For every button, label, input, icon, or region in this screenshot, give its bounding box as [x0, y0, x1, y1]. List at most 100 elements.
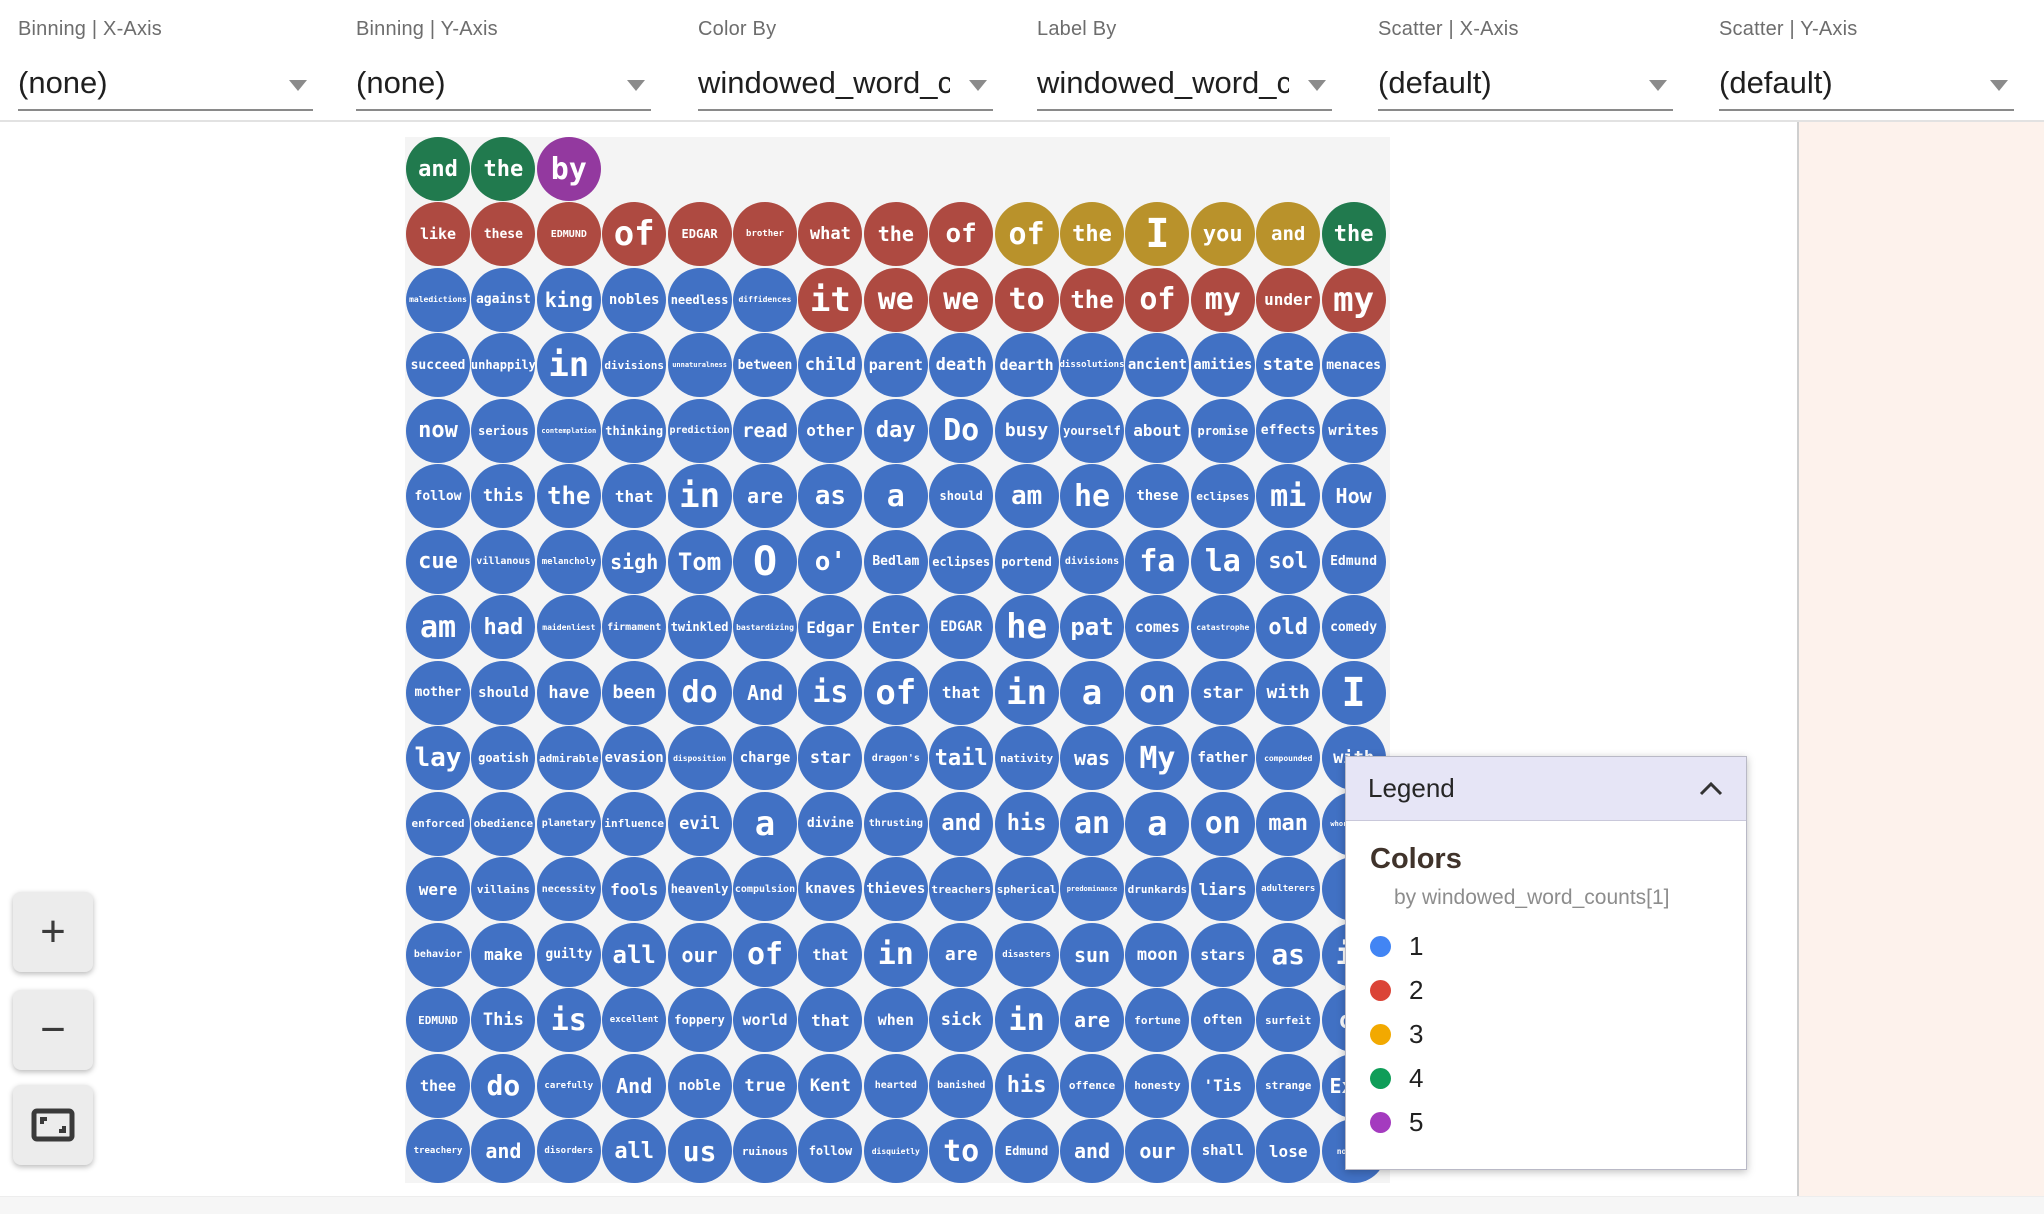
word-bubble[interactable]: and	[471, 1119, 536, 1184]
word-bubble[interactable]: this	[471, 464, 536, 529]
word-bubble[interactable]: other	[798, 398, 863, 463]
word-bubble[interactable]: excellent	[602, 988, 667, 1053]
word-bubble[interactable]: under	[1256, 267, 1321, 332]
word-bubble[interactable]: it	[798, 267, 863, 332]
word-bubble[interactable]: unnaturalness	[667, 333, 732, 398]
word-bubble[interactable]: world	[733, 988, 797, 1053]
word-bubble[interactable]: all	[602, 922, 667, 987]
word-bubble[interactable]: behavior	[406, 922, 470, 987]
word-bubble[interactable]: you	[1190, 202, 1255, 267]
fit-to-screen-button[interactable]	[13, 1085, 93, 1165]
word-bubble[interactable]: surfeit	[1256, 988, 1321, 1053]
word-bubble[interactable]: death	[929, 333, 994, 398]
word-bubble[interactable]: had	[471, 595, 536, 660]
word-bubble[interactable]: was	[1060, 726, 1124, 791]
word-bubble[interactable]: should	[929, 464, 994, 529]
word-bubble[interactable]: now	[406, 398, 470, 463]
word-bubble[interactable]: disposition	[667, 726, 732, 791]
word-bubble[interactable]: necessity	[536, 857, 601, 922]
word-bubble[interactable]: between	[733, 333, 797, 398]
word-bubble[interactable]: a	[733, 791, 797, 856]
dropdown-field[interactable]: (none)	[356, 55, 651, 111]
word-bubble[interactable]: nativity	[994, 726, 1059, 791]
word-bubble[interactable]: compounded	[1256, 726, 1321, 791]
word-bubble[interactable]: My	[1125, 726, 1190, 791]
word-bubble[interactable]: eclipses	[929, 529, 994, 594]
word-bubble[interactable]: Tom	[667, 529, 732, 594]
word-bubble[interactable]: honesty	[1125, 1053, 1190, 1118]
word-bubble[interactable]: moon	[1125, 922, 1190, 987]
word-bubble[interactable]: dissolutions	[1059, 333, 1125, 398]
word-bubble[interactable]: to	[994, 267, 1059, 332]
word-bubble[interactable]: pat	[1060, 595, 1124, 660]
word-bubble[interactable]: o'	[798, 529, 863, 594]
word-bubble[interactable]: the	[1321, 202, 1386, 267]
word-bubble[interactable]: serious	[471, 398, 536, 463]
word-bubble[interactable]: an	[1060, 791, 1124, 856]
word-bubble[interactable]: villains	[471, 857, 536, 922]
word-bubble[interactable]: our	[667, 922, 732, 987]
word-bubble[interactable]: of	[733, 922, 797, 987]
word-bubble[interactable]: spherical	[994, 857, 1059, 922]
word-bubble[interactable]: state	[1256, 333, 1321, 398]
word-bubble[interactable]: that	[798, 988, 863, 1053]
word-bubble[interactable]: la	[1190, 529, 1255, 594]
word-bubble[interactable]: This	[471, 988, 536, 1053]
word-bubble[interactable]: portend	[994, 529, 1059, 594]
word-bubble[interactable]: Bedlam	[863, 529, 928, 594]
word-bubble[interactable]: villanous	[471, 529, 536, 594]
word-bubble[interactable]: knaves	[798, 857, 863, 922]
word-bubble[interactable]: charge	[733, 726, 797, 791]
word-bubble[interactable]: needless	[667, 267, 732, 332]
word-bubble[interactable]: am	[406, 595, 470, 660]
word-bubble[interactable]: these	[471, 202, 536, 267]
word-bubble[interactable]: ancient	[1125, 333, 1190, 398]
word-bubble[interactable]: when	[863, 988, 928, 1053]
word-bubble[interactable]: thrusting	[863, 791, 928, 856]
word-bubble[interactable]: EDGAR	[929, 595, 994, 660]
word-bubble[interactable]: about	[1125, 398, 1190, 463]
word-bubble[interactable]: and	[1256, 202, 1321, 267]
word-bubble[interactable]: dragon's	[863, 726, 928, 791]
word-bubble[interactable]: EDGAR	[667, 202, 732, 267]
word-bubble[interactable]: that	[929, 660, 994, 725]
word-bubble[interactable]: cue	[406, 529, 470, 594]
word-bubble[interactable]: comes	[1125, 595, 1190, 660]
word-bubble[interactable]: are	[1060, 988, 1124, 1053]
word-bubble[interactable]: compulsion	[733, 857, 797, 922]
word-bubble[interactable]: are	[929, 922, 994, 987]
word-bubble[interactable]: stars	[1190, 922, 1255, 987]
word-bubble[interactable]: maledictions	[406, 267, 470, 332]
word-bubble[interactable]: evil	[667, 791, 732, 856]
word-bubble[interactable]: fools	[602, 857, 667, 922]
word-bubble[interactable]: diffidences	[733, 267, 797, 332]
word-bubble[interactable]: firmament	[602, 595, 667, 660]
word-bubble[interactable]: read	[733, 398, 797, 463]
word-bubble[interactable]: the	[471, 137, 536, 201]
word-bubble[interactable]: day	[863, 398, 928, 463]
word-bubble[interactable]: sol	[1256, 529, 1321, 594]
dropdown-field[interactable]: (none)	[18, 55, 313, 111]
zoom-in-button[interactable]: +	[13, 892, 93, 972]
word-bubble[interactable]: thinking	[602, 398, 667, 463]
word-bubble[interactable]: in	[994, 660, 1059, 725]
word-bubble[interactable]: that	[602, 464, 667, 529]
word-bubble[interactable]: us	[667, 1119, 732, 1184]
word-bubble[interactable]: goatish	[471, 726, 536, 791]
word-bubble[interactable]: amities	[1190, 333, 1255, 398]
word-bubble[interactable]: against	[471, 267, 536, 332]
word-bubble[interactable]: his	[994, 1053, 1059, 1118]
word-bubble[interactable]: to	[929, 1119, 994, 1184]
word-bubble[interactable]: child	[798, 333, 863, 398]
word-bubble[interactable]: is	[798, 660, 863, 725]
word-bubble[interactable]: a	[1125, 791, 1190, 856]
word-bubble[interactable]: as	[1256, 922, 1321, 987]
word-bubble[interactable]: lose	[1256, 1119, 1321, 1184]
word-bubble[interactable]: star	[1190, 660, 1255, 725]
word-bubble[interactable]: divine	[798, 791, 863, 856]
word-bubble[interactable]: twinkled	[667, 595, 732, 660]
word-bubble[interactable]: in	[994, 988, 1059, 1053]
word-bubble[interactable]: all	[602, 1119, 667, 1184]
dropdown-field[interactable]: windowed_word_c	[1037, 55, 1332, 111]
word-bubble[interactable]: Do	[929, 398, 994, 463]
